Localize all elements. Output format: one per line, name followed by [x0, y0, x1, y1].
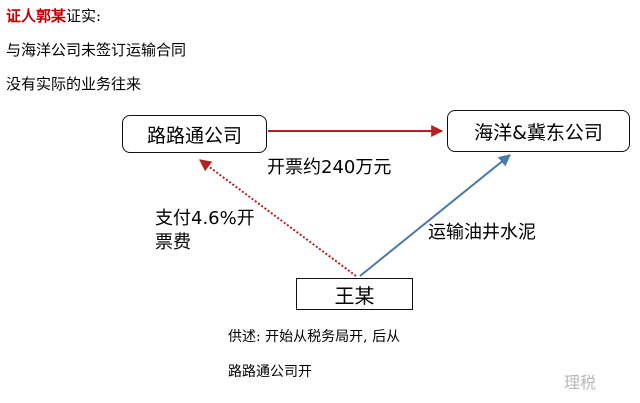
fee-label-line-1: 支付4.6%开	[155, 208, 255, 229]
testimony-line-2: 没有实际的业务往来	[6, 75, 142, 93]
fee-arrow	[199, 159, 357, 277]
fee-label-line-2: 票费	[155, 232, 191, 253]
testimony-line-1: 与海洋公司未签订运输合同	[6, 41, 187, 59]
invoice-label: 开票约240万元	[267, 157, 392, 178]
witness-suffix: 证实:	[66, 7, 102, 25]
witness-heading: 证人郭某证实:	[6, 6, 101, 26]
witness-name: 证人郭某	[6, 7, 67, 25]
node-lulutong: 路路通公司	[122, 115, 267, 153]
node-wang: 王某	[296, 278, 413, 310]
transport-label: 运输油井水泥	[428, 222, 536, 243]
supply-line-2: 路路通公司开	[228, 364, 312, 380]
node-haiyang-jidong: 海洋&冀东公司	[447, 110, 630, 152]
watermark: 理税	[563, 373, 596, 392]
transport-arrow	[359, 154, 511, 277]
supply-line-1: 供述: 开始从税务局开, 后从	[228, 329, 401, 345]
